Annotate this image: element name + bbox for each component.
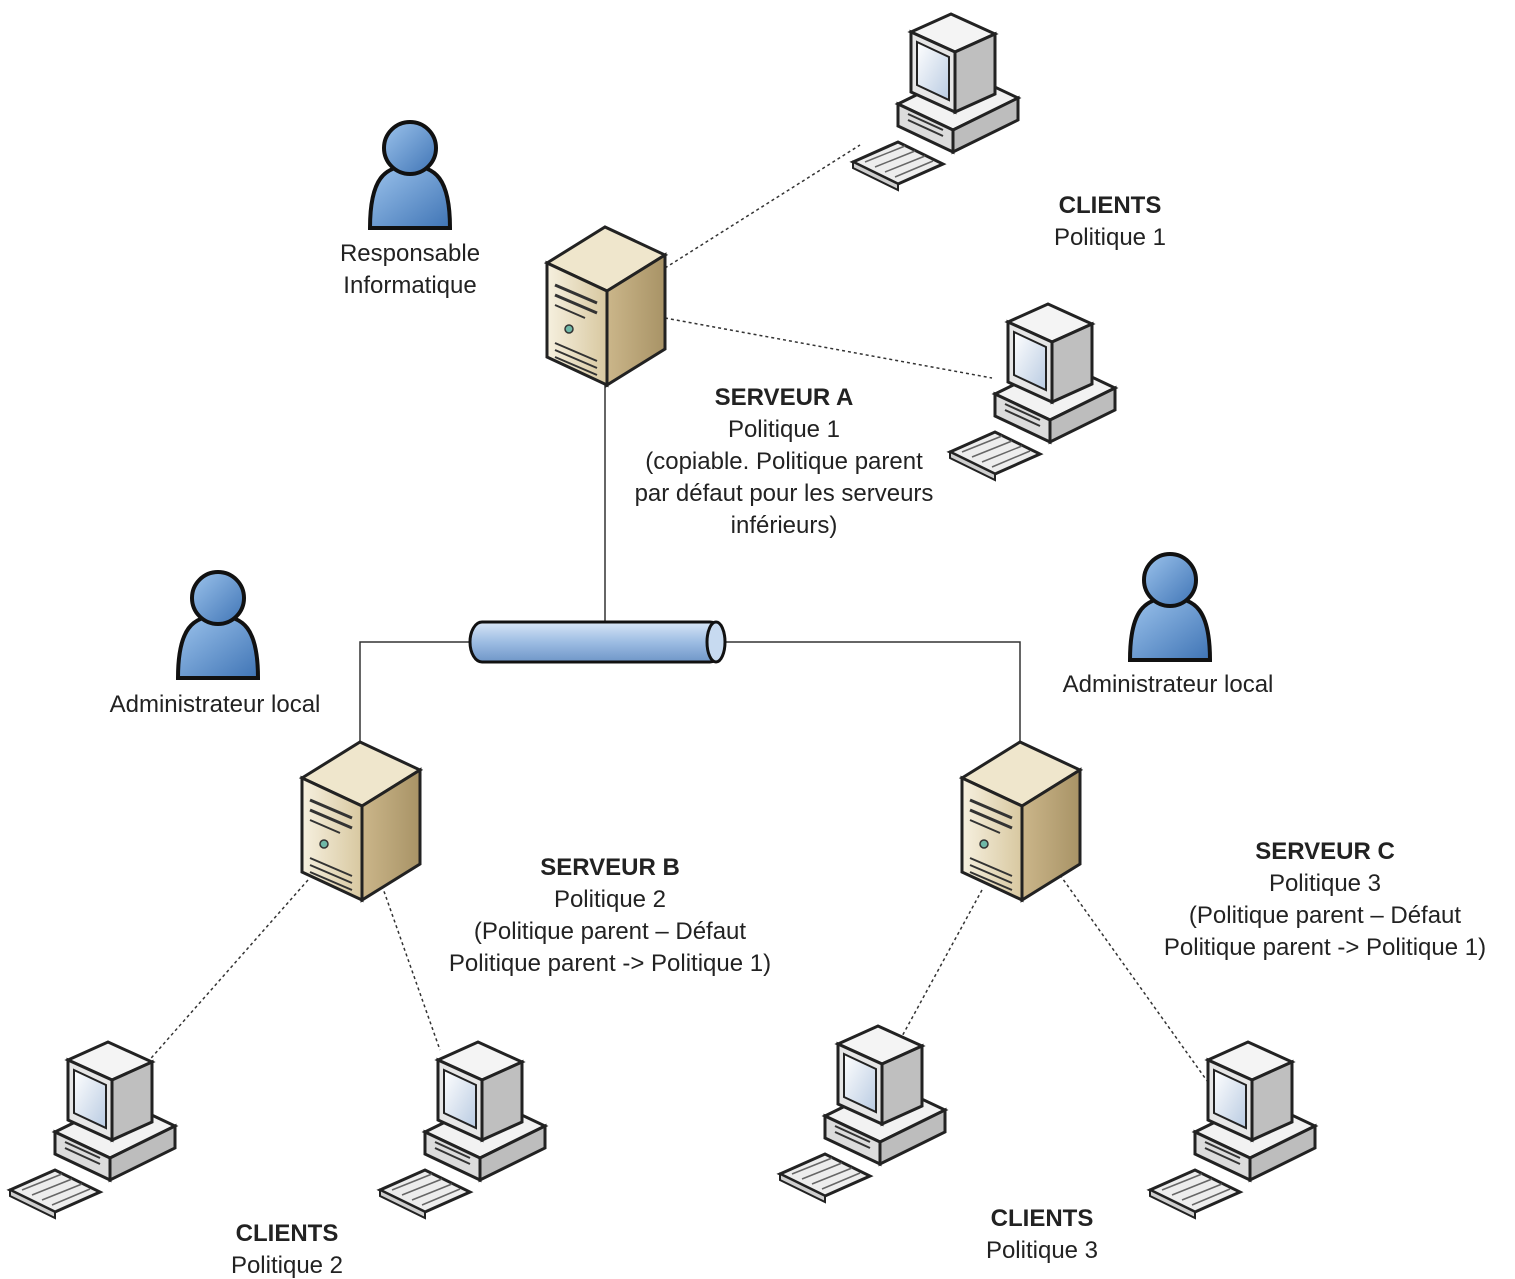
user-icon-admin-c	[1128, 552, 1212, 662]
serveur-a-line4: inférieurs)	[730, 512, 838, 539]
link-bus-serveur-b	[359, 641, 470, 745]
serveur-c-line2: (Politique parent – Défaut	[1188, 902, 1462, 929]
admin-c-label: Administrateur local	[1038, 669, 1298, 701]
clients-b-title: CLIENTS	[235, 1220, 339, 1247]
serveur-a-title: SERVEUR A	[714, 384, 854, 411]
desktop-computer-icon-b2	[378, 1040, 547, 1220]
serveur-c-label: SERVEUR C Politique 3 (Politique parent …	[1125, 836, 1515, 964]
admin-c-text: Administrateur local	[1062, 671, 1274, 698]
link-serveur-b-client-1	[144, 879, 309, 1066]
serveur-c-title: SERVEUR C	[1255, 838, 1395, 865]
desktop-computer-icon-b1	[8, 1040, 177, 1220]
clients-c-label: CLIENTS Politique 3	[942, 1203, 1142, 1267]
serveur-b-line2: (Politique parent – Défaut	[473, 918, 747, 945]
responsable-line2: Informatique	[343, 272, 477, 299]
admin-b-text: Administrateur local	[109, 691, 321, 718]
serveur-b-line1: Politique 2	[553, 886, 667, 913]
desktop-computer-icon-c1	[778, 1024, 947, 1204]
link-serveur-a-client-1	[664, 144, 861, 269]
serveur-a-line2: (copiable. Politique parent	[645, 448, 923, 475]
clients-a-label: CLIENTS Politique 1	[1010, 190, 1210, 254]
clients-c-title: CLIENTS	[990, 1205, 1094, 1232]
clients-c-policy: Politique 3	[985, 1237, 1099, 1264]
server-icon-b	[300, 740, 422, 902]
serveur-b-title: SERVEUR B	[540, 854, 680, 881]
clients-b-policy: Politique 2	[230, 1252, 344, 1279]
serveur-b-label: SERVEUR B Politique 2 (Politique parent …	[410, 852, 810, 980]
link-serveur-b-client-2	[379, 879, 441, 1051]
server-icon-a	[545, 225, 667, 387]
serveur-c-line3: Politique parent -> Politique 1)	[1163, 934, 1487, 961]
clients-b-label: CLIENTS Politique 2	[187, 1218, 387, 1279]
link-serveur-c-client-2	[1059, 874, 1211, 1086]
user-icon-admin-b	[176, 570, 260, 680]
network-bus-icon	[468, 620, 727, 664]
desktop-computer-icon-c2	[1148, 1040, 1317, 1220]
link-bus-serveur-c	[725, 641, 1021, 745]
desktop-computer-icon-a1	[851, 12, 1020, 192]
serveur-a-line3: par défaut pour les serveurs	[634, 480, 934, 507]
serveur-a-label: SERVEUR A Politique 1 (copiable. Politiq…	[604, 382, 964, 542]
admin-b-label: Administrateur local	[85, 689, 345, 721]
clients-a-title: CLIENTS	[1058, 192, 1162, 219]
responsable-label: Responsable Informatique	[310, 238, 510, 302]
responsable-line1: Responsable	[339, 240, 481, 267]
user-icon-responsable	[368, 120, 452, 230]
server-icon-c	[960, 740, 1082, 902]
link-serveur-c-client-1	[899, 889, 983, 1041]
serveur-a-line1: Politique 1	[727, 416, 841, 443]
serveur-b-line3: Politique parent -> Politique 1)	[448, 950, 772, 977]
link-serveur-a-client-2	[664, 317, 993, 379]
serveur-c-line1: Politique 3	[1268, 870, 1382, 897]
desktop-computer-icon-a2	[948, 302, 1117, 482]
clients-a-policy: Politique 1	[1053, 224, 1167, 251]
